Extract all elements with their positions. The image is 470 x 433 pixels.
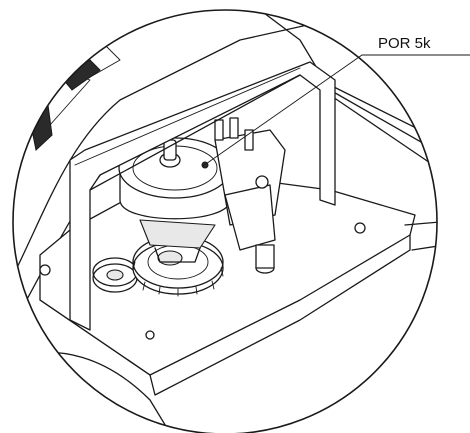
screw-hole-left xyxy=(39,264,51,276)
large-gear xyxy=(132,241,224,295)
limit-switch xyxy=(214,117,286,274)
terminal-2 xyxy=(229,117,239,139)
callout-label: POR 5k xyxy=(378,35,431,52)
gear-train xyxy=(92,235,224,297)
frame xyxy=(69,61,336,331)
magnified-detail xyxy=(13,10,437,433)
terminal-3 xyxy=(244,129,254,151)
magnifier-circle xyxy=(12,9,438,433)
terminal-1 xyxy=(214,119,224,141)
leader-line xyxy=(202,54,470,167)
screw-hole-front xyxy=(145,330,155,340)
screw-hole-right xyxy=(354,222,366,234)
callout: POR 5k xyxy=(202,35,470,167)
